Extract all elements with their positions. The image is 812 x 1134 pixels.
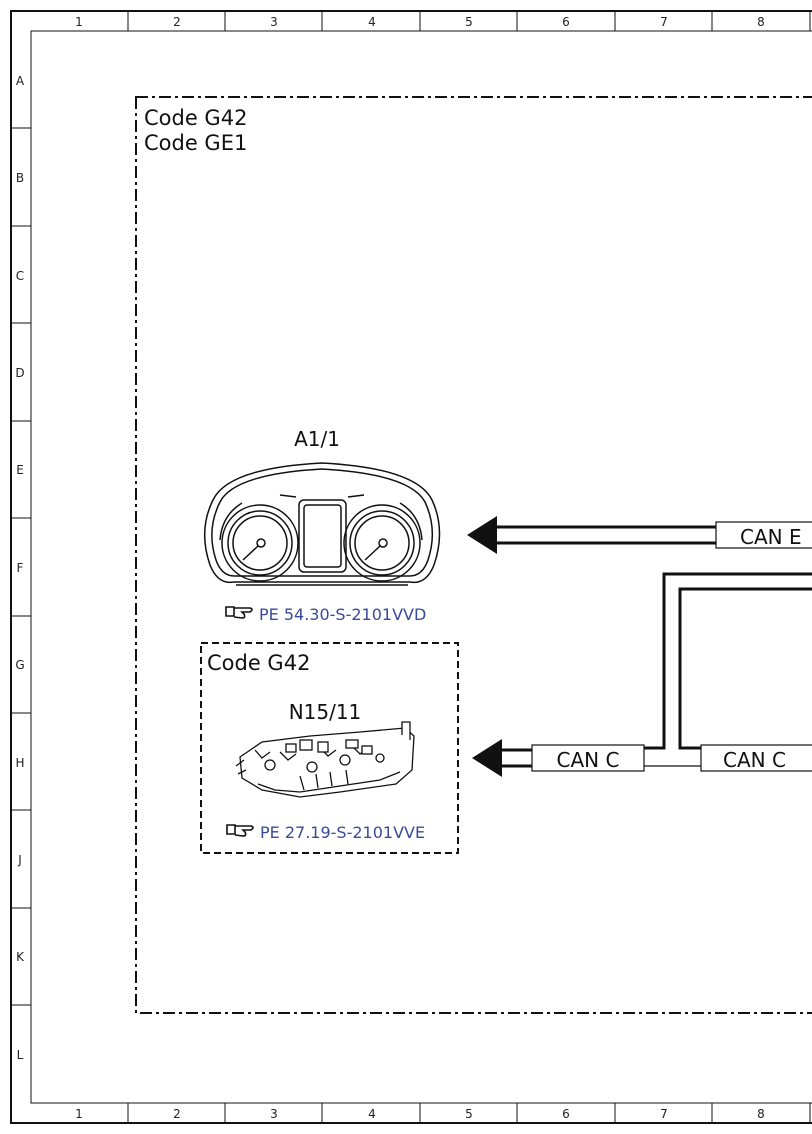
code-label: Code G42: [144, 106, 247, 130]
col-label: 3: [270, 15, 278, 29]
col-label: 6: [562, 15, 570, 29]
row-label: F: [17, 561, 24, 575]
code-region-box: [135, 96, 812, 1014]
col-label: 8: [757, 15, 765, 29]
row-label: J: [17, 853, 22, 867]
code-g42-box: [200, 642, 459, 854]
pointing-hand-icon: [225, 606, 253, 619]
code-label: Code GE1: [144, 131, 247, 155]
row-label: A: [16, 74, 25, 88]
col-label: 4: [368, 15, 376, 29]
inner-frame: [30, 30, 812, 1104]
control-unit-icon[interactable]: [235, 721, 415, 798]
col-label: 7: [660, 15, 668, 29]
row-label: D: [15, 366, 24, 380]
bus-label: CAN E: [740, 525, 802, 549]
row-label: H: [15, 756, 24, 770]
row-dividers: [11, 127, 31, 1006]
can-c-connection: [472, 572, 812, 777]
bus-label: CAN C: [557, 748, 620, 772]
col-label: 2: [173, 15, 181, 29]
pointing-hand-icon: [226, 824, 254, 837]
col-label: 1: [75, 1107, 83, 1121]
col-label: 7: [660, 1107, 668, 1121]
col-label: 5: [465, 1107, 473, 1121]
row-label: E: [16, 463, 24, 477]
row-label: C: [16, 269, 24, 283]
row-labels-left: A B C D E F G H J K L: [15, 74, 25, 1062]
row-label: L: [17, 1048, 24, 1062]
component-id-label: N15/11: [289, 700, 362, 724]
bus-tag-can-c: [700, 744, 812, 772]
bus-label: CAN C: [723, 748, 786, 772]
row-label: G: [15, 658, 24, 672]
instrument-cluster-icon[interactable]: [203, 462, 441, 586]
reference-link[interactable]: PE 54.30-S-2101VVD: [259, 605, 426, 624]
col-label: 8: [757, 1107, 765, 1121]
col-label: 2: [173, 1107, 181, 1121]
can-e-connection: [467, 516, 716, 554]
bus-tag-can-c: [531, 744, 645, 772]
row-label: K: [16, 950, 25, 964]
column-labels-top: 1 2 3 4 5 6 7 8: [75, 15, 765, 29]
outer-frame: [10, 10, 812, 1124]
col-label: 3: [270, 1107, 278, 1121]
component-id-label: A1/1: [294, 427, 340, 451]
column-dividers: [127, 11, 811, 1123]
column-labels-bottom: 1 2 3 4 5 6 7 8: [75, 1107, 765, 1121]
bus-tag-can-e: [715, 521, 812, 549]
col-label: 5: [465, 15, 473, 29]
col-label: 1: [75, 15, 83, 29]
row-label: B: [16, 171, 24, 185]
col-label: 6: [562, 1107, 570, 1121]
col-label: 4: [368, 1107, 376, 1121]
code-label: Code G42: [207, 651, 310, 675]
reference-link[interactable]: PE 27.19-S-2101VVE: [260, 823, 425, 842]
